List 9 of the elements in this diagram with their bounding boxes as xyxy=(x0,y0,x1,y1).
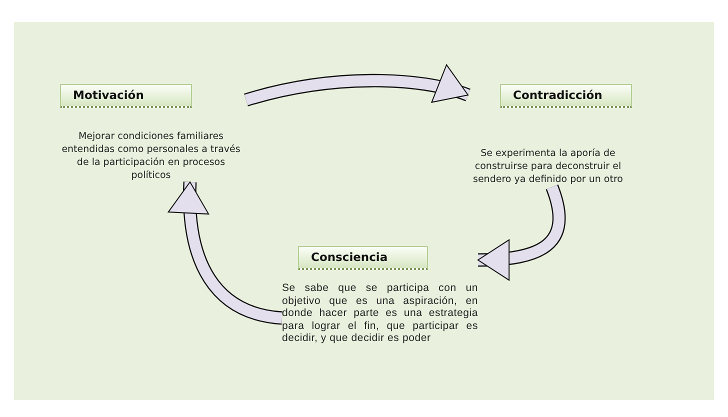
step-heading: Contradicción xyxy=(500,84,632,108)
step-description: Se experimenta la aporía de construirse para deconstruir el sendero ya definido por un otro xyxy=(472,147,624,186)
curved-arrow xyxy=(478,184,566,280)
step-description: Mejorar condiciones familiares entendidas como personales a través de la participación en procesos políticos xyxy=(60,130,242,182)
curved-arrow xyxy=(168,182,283,325)
step-heading: Consciencia xyxy=(298,246,428,270)
step-heading: Motivación xyxy=(60,84,192,108)
curved-arrow xyxy=(244,65,470,106)
step-description: Se sabe que se participa con un objetivo que es una aspiración, en donde hacer parte es una estrategia para lograr el fin, que participar es decidir, y que decidir es poder xyxy=(282,282,478,344)
